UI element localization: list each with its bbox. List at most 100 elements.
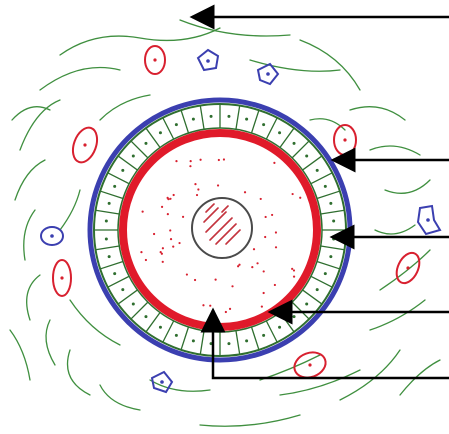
granulosa-cell-nucleus <box>262 123 265 126</box>
cytoplasm-granule <box>142 211 144 213</box>
granulosa-cell-nucleus <box>132 154 135 157</box>
granulosa-cell-nucleus <box>305 154 308 157</box>
cytoplasm-granule <box>170 238 172 240</box>
granulosa-cell-nucleus <box>324 272 327 275</box>
blue-cell-dot <box>206 59 210 63</box>
cytoplasm-granule <box>274 284 276 286</box>
blue-cell-dot <box>266 72 270 76</box>
cytoplasm-granule <box>238 264 240 266</box>
cytoplasm-granule <box>161 206 163 208</box>
granulosa-cell-nucleus <box>192 339 195 342</box>
cytoplasm-granule <box>178 242 180 244</box>
granulosa-cell-nucleus <box>121 169 124 172</box>
granulosa-cell-nucleus <box>324 185 327 188</box>
cytoplasm-granule <box>293 269 295 271</box>
cytoplasm-granule <box>194 183 196 185</box>
granulosa-cell-nucleus <box>113 272 116 275</box>
cytoplasm-granule <box>293 276 295 278</box>
cytoplasm-granule <box>199 159 201 161</box>
cytoplasm-granule <box>264 236 266 238</box>
granulosa-cell-nucleus <box>305 303 308 306</box>
red-cell-dot <box>83 143 86 146</box>
granulosa-cell-nucleus <box>113 185 116 188</box>
cytoplasm-granule <box>167 213 169 215</box>
granulosa-cell-nucleus <box>144 315 147 318</box>
cytoplasm-granule <box>229 308 231 310</box>
cytoplasm-granule <box>189 165 191 167</box>
cytoplasm-granule <box>202 304 204 306</box>
cytoplasm-granule <box>231 285 233 287</box>
granulosa-cell-nucleus <box>329 255 332 258</box>
cytoplasm-granule <box>173 194 175 196</box>
granulosa-cell-nucleus <box>227 115 230 118</box>
cytoplasm-granule <box>162 247 164 249</box>
cytoplasm-granule <box>172 246 174 248</box>
cytoplasm-granule <box>153 233 155 235</box>
cytoplasm-granule <box>194 279 196 281</box>
granulosa-cell-nucleus <box>108 255 111 258</box>
red-cell-dot <box>406 266 409 269</box>
cytoplasm-granule <box>225 311 227 313</box>
cytoplasm-granule <box>145 259 147 261</box>
red-cell-dot <box>343 138 346 141</box>
granulosa-cell-nucleus <box>144 142 147 145</box>
cytoplasm-granule <box>291 268 293 270</box>
red-cell-dot <box>60 276 63 279</box>
cytoplasm-granule <box>217 184 219 186</box>
cytoplasm-granule <box>197 188 199 190</box>
cytoplasm-granule <box>271 214 273 216</box>
granulosa-cell-nucleus <box>108 202 111 205</box>
cytoplasm-granule <box>273 162 275 164</box>
cytoplasm-granule <box>256 262 258 264</box>
cytoplasm-granule <box>263 270 265 272</box>
cytoplasm-granule <box>263 292 265 294</box>
granulosa-cell-nucleus <box>159 326 162 329</box>
red-cell-dot <box>308 363 311 366</box>
granulosa-cell-nucleus <box>210 115 213 118</box>
granulosa-cell-nucleus <box>293 315 296 318</box>
cytoplasm-granule <box>175 160 177 162</box>
cytoplasm-granule <box>186 273 188 275</box>
cytoplasm-granule <box>292 193 294 195</box>
granulosa-cell-nucleus <box>132 303 135 306</box>
granulosa-cell-nucleus <box>278 326 281 329</box>
cytoplasm-granule <box>162 261 164 263</box>
red-cell-dot <box>153 58 156 61</box>
cytoplasm-granule <box>190 160 192 162</box>
cytoplasm-granule <box>251 266 253 268</box>
granulosa-cell-nucleus <box>329 202 332 205</box>
granulosa-cell-nucleus <box>332 220 335 223</box>
blue-cell-dot <box>160 380 164 384</box>
granulosa-cell-nucleus <box>245 339 248 342</box>
granulosa-cell-nucleus <box>192 118 195 121</box>
cytoplasm-granule <box>169 198 171 200</box>
granulosa-cell-nucleus <box>105 220 108 223</box>
granulosa-cell-nucleus <box>175 123 178 126</box>
cytoplasm-granule <box>169 229 171 231</box>
granulosa-cell-nucleus <box>316 169 319 172</box>
cytoplasm-granule <box>215 279 217 281</box>
granulosa-cell-nucleus <box>105 237 108 240</box>
cytoplasm-granule <box>196 194 198 196</box>
cytoplasm-granule <box>265 216 267 218</box>
granulosa-cell-nucleus <box>293 142 296 145</box>
granulosa-cell-nucleus <box>278 131 281 134</box>
granulosa-cell-nucleus <box>227 342 230 345</box>
cytoplasm-granule <box>223 158 225 160</box>
granulosa-cell-nucleus <box>175 334 178 337</box>
cytoplasm-granule <box>209 305 211 307</box>
cytoplasm-granule <box>253 248 255 250</box>
cytoplasm-granule <box>275 246 277 248</box>
cytoplasm-granule <box>261 305 263 307</box>
cytoplasm-granule <box>167 197 169 199</box>
cytoplasm-granule <box>299 197 301 199</box>
granulosa-cell-nucleus <box>245 118 248 121</box>
granulosa-cell-nucleus <box>262 334 265 337</box>
cytoplasm-granule <box>260 198 262 200</box>
cytoplasm-granule <box>244 191 246 193</box>
granulosa-cell-nucleus <box>159 131 162 134</box>
granulosa-cell-nucleus <box>316 288 319 291</box>
blue-cell-dot <box>426 218 430 222</box>
cytoplasm-granule <box>140 251 142 253</box>
